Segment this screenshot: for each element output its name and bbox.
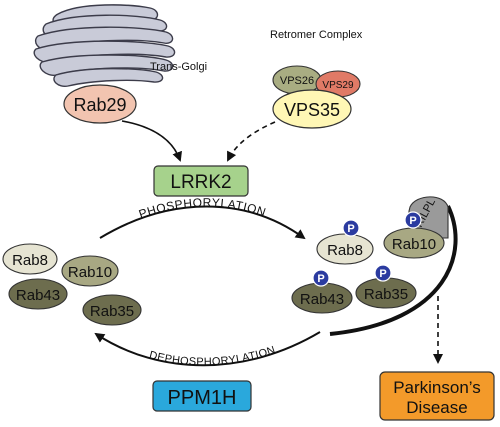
svg-text:P: P <box>347 223 354 235</box>
phospho-marker-rab35: P <box>374 264 392 282</box>
svg-text:P: P <box>379 268 386 280</box>
parkinsons-line1: Parkinson’s <box>393 378 481 397</box>
phospho-marker-rab8: P <box>342 219 360 237</box>
rab8-left-oval <box>2 243 58 275</box>
golgi-icon <box>33 4 176 88</box>
dephosphorylation-arrow <box>94 331 321 367</box>
rab43-right-label: Rab43 <box>300 291 344 308</box>
svg-text:P: P <box>409 215 416 227</box>
phosphorylation-label: PHOSPHORYLATION <box>137 195 268 221</box>
rab10-right-label: Rab10 <box>392 236 436 253</box>
lrrk2-box <box>153 165 249 197</box>
svg-text:P: P <box>317 273 324 285</box>
membrane-curve <box>329 205 458 336</box>
rab43-left-oval <box>8 278 68 310</box>
parkinsons-box <box>379 371 495 421</box>
rab10-left-oval <box>61 255 119 287</box>
phospho-marker-rab43: P <box>312 269 330 287</box>
dephosphorylation-label: DEPHOSPHORYLATION <box>148 344 277 368</box>
rab35-right-label: Rab35 <box>364 286 408 303</box>
rab8-left-label: Rab8 <box>12 252 48 269</box>
retromer-label: Retromer Complex <box>270 29 363 41</box>
rab29-to-lrrk2-arrow <box>121 120 182 162</box>
parkinsons-line2: Disease <box>406 398 467 417</box>
rab29-oval <box>63 84 137 124</box>
vps26-label: VPS26 <box>280 75 314 87</box>
ppm1h-box <box>152 380 252 412</box>
vps35-oval <box>272 89 352 129</box>
lrrk2-label: LRRK2 <box>170 172 231 193</box>
rab10-left-label: Rab10 <box>68 264 112 281</box>
retromer-to-lrrk2-arrow <box>227 121 276 162</box>
vps35-label: VPS35 <box>284 100 340 120</box>
rab43-left-label: Rab43 <box>16 287 60 304</box>
ppm1h-label: PPM1H <box>168 387 237 409</box>
rab35-left-oval <box>82 294 142 326</box>
golgi-label: Trans-Golgi <box>150 61 207 73</box>
phospho-marker-rab10: P <box>404 211 422 229</box>
phosphorylation-arrow <box>99 205 306 240</box>
rab29-label: Rab29 <box>73 95 126 115</box>
rab8-right-label: Rab8 <box>327 242 363 259</box>
rab35-left-label: Rab35 <box>90 303 134 320</box>
vps29-label: VPS29 <box>322 80 354 91</box>
